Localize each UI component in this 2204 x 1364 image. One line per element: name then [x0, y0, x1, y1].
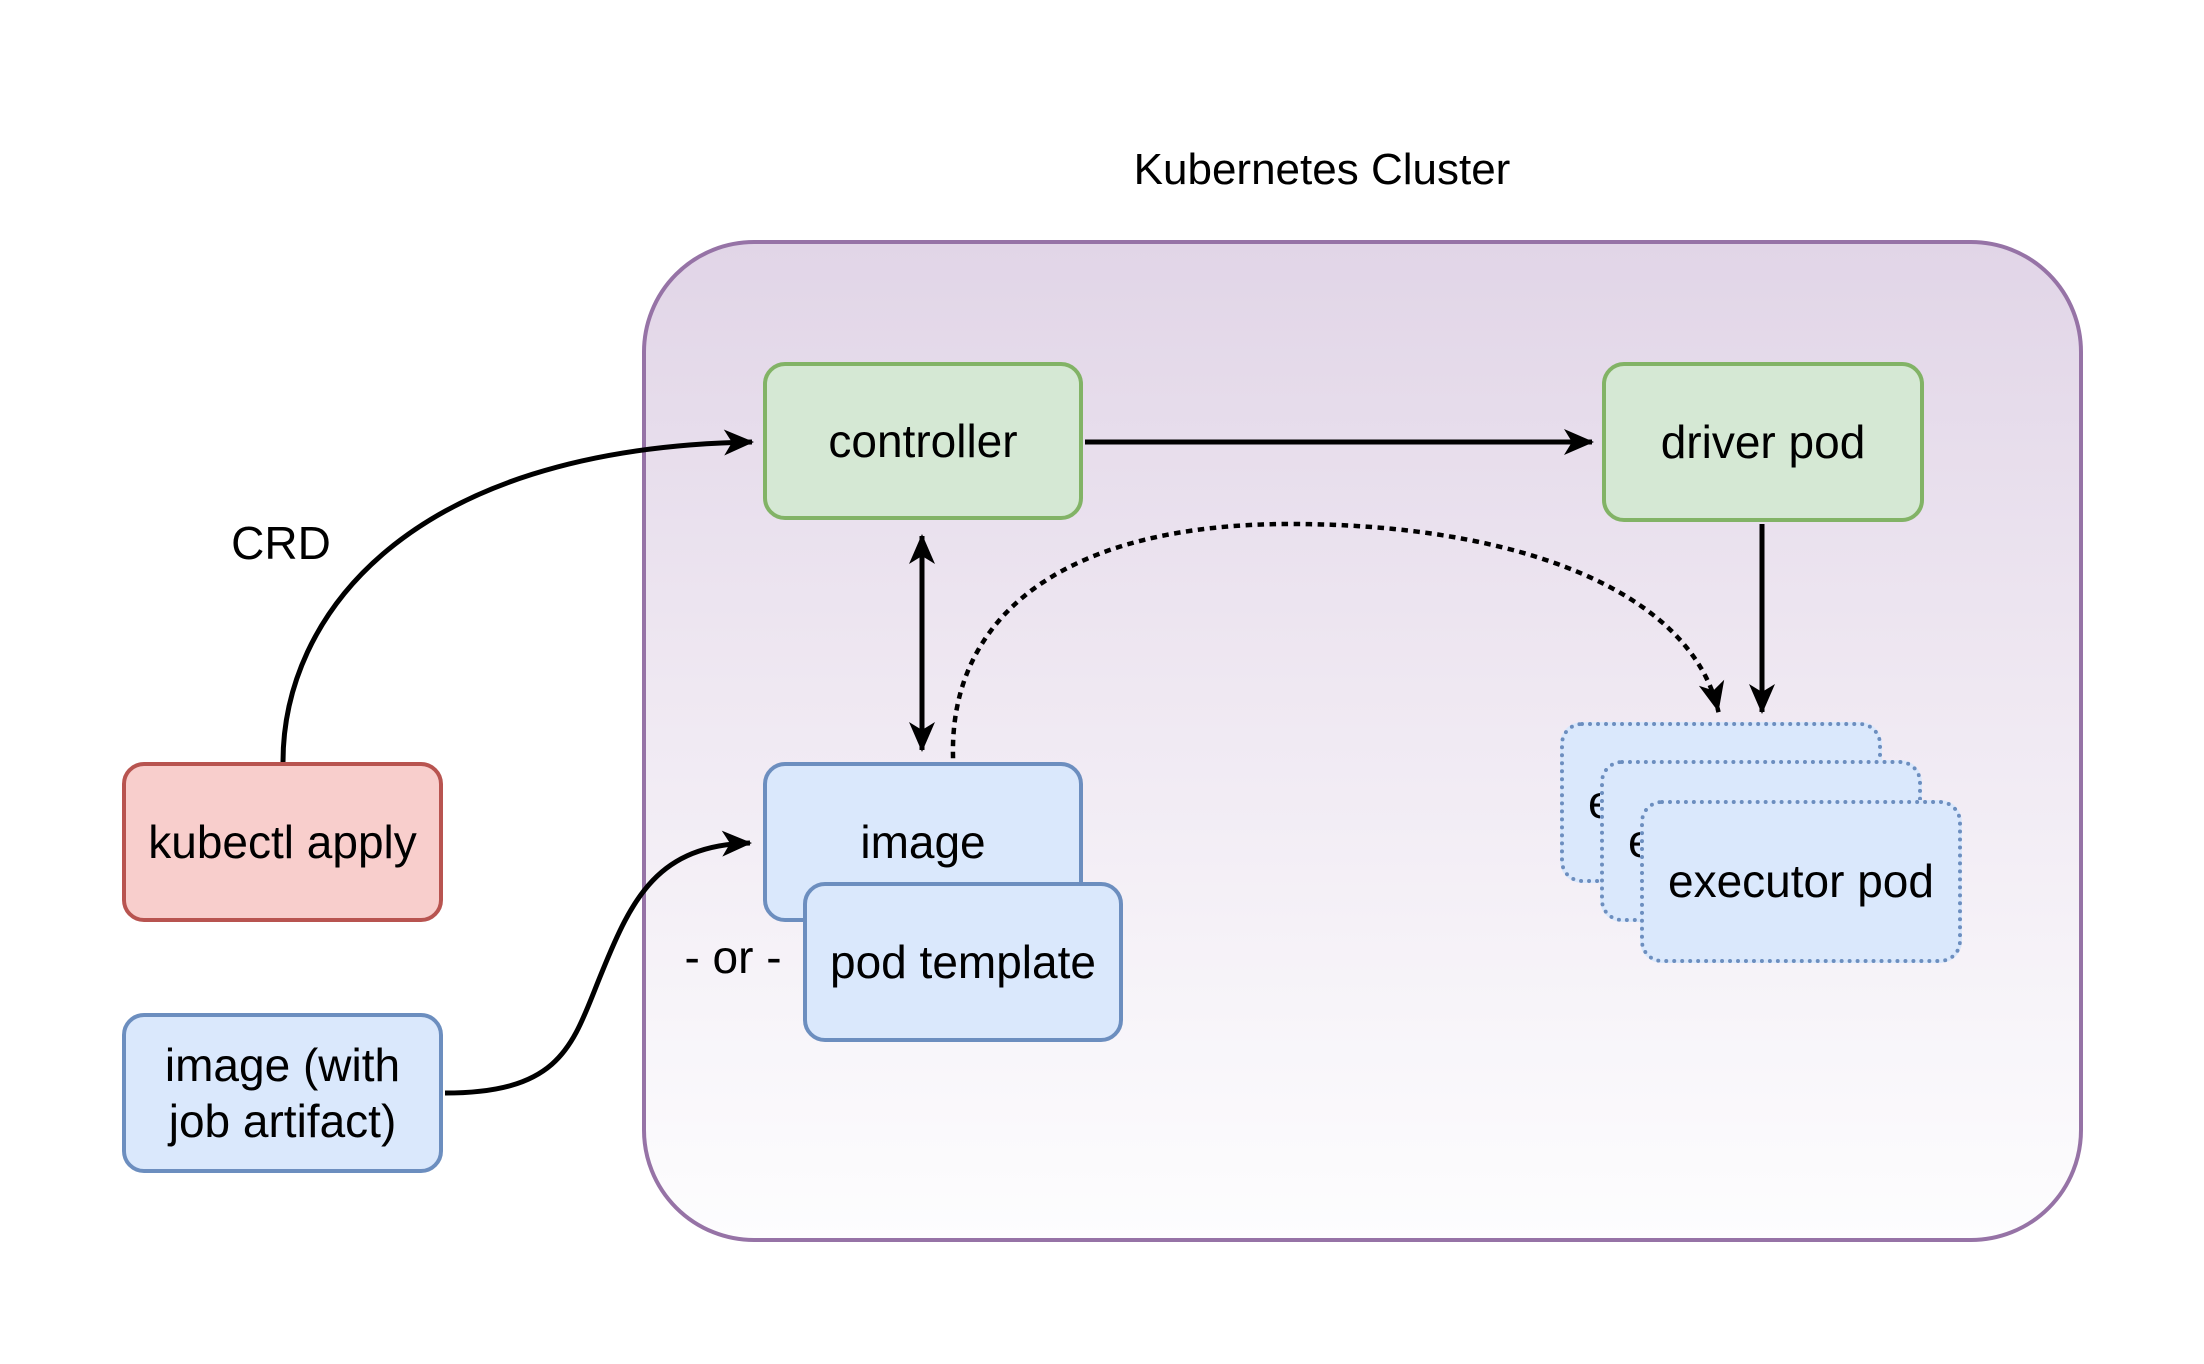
- node-pod-template: pod template: [803, 882, 1123, 1042]
- edge-label-or: - or -: [684, 931, 782, 983]
- node-executor-pod-front: executor pod: [1640, 800, 1962, 963]
- edge-label-crd: CRD: [231, 517, 331, 569]
- diagram-title: Kubernetes Cluster: [1133, 145, 1511, 194]
- node-image-with-job-artifact: image (with job artifact): [122, 1013, 443, 1173]
- node-kubectl-apply: kubectl apply: [122, 762, 443, 922]
- node-driver-pod: driver pod: [1602, 362, 1924, 522]
- node-controller: controller: [763, 362, 1083, 520]
